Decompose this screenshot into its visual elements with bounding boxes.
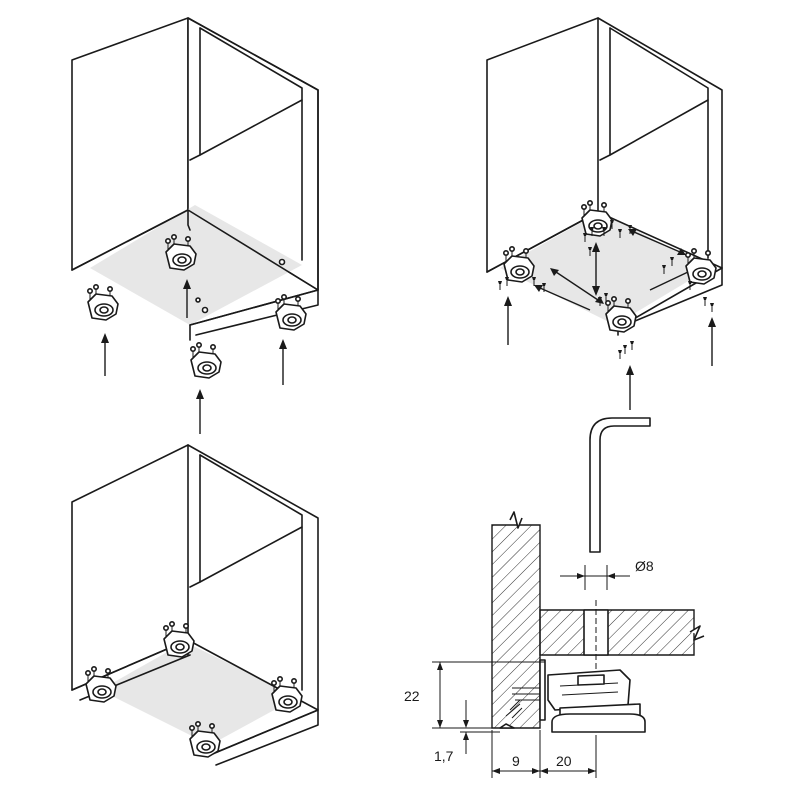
depth-left-dimension-label: 9 xyxy=(512,753,520,769)
depth-right-dimension-label: 20 xyxy=(556,753,572,769)
cabinet-leg-fitting-icon xyxy=(87,283,119,321)
cabinet-leg-fitting-icon xyxy=(274,293,307,331)
double-arrow-icon xyxy=(534,229,689,311)
allen-key-icon xyxy=(589,417,651,553)
cabinet-leg-fitting-icon xyxy=(684,248,717,285)
step-1-cabinet xyxy=(71,17,319,341)
up-arrow-icon xyxy=(504,296,716,410)
step-1-fittings xyxy=(87,234,307,434)
height-dimension-label: 22 xyxy=(404,688,420,704)
dimension-lines xyxy=(432,565,630,778)
step-2-cabinet xyxy=(486,17,723,336)
offset-dimension-label: 1,7 xyxy=(434,748,454,764)
section-detail xyxy=(491,511,705,760)
step-3-cabinet xyxy=(71,444,319,766)
cabinet-leg-fitting-icon xyxy=(190,341,222,379)
diameter-dimension-label: Ø8 xyxy=(635,558,654,574)
step-2-fittings xyxy=(497,200,717,410)
cabinet-leg-fitting-icon xyxy=(270,675,303,713)
up-arrow-icon xyxy=(101,279,287,434)
